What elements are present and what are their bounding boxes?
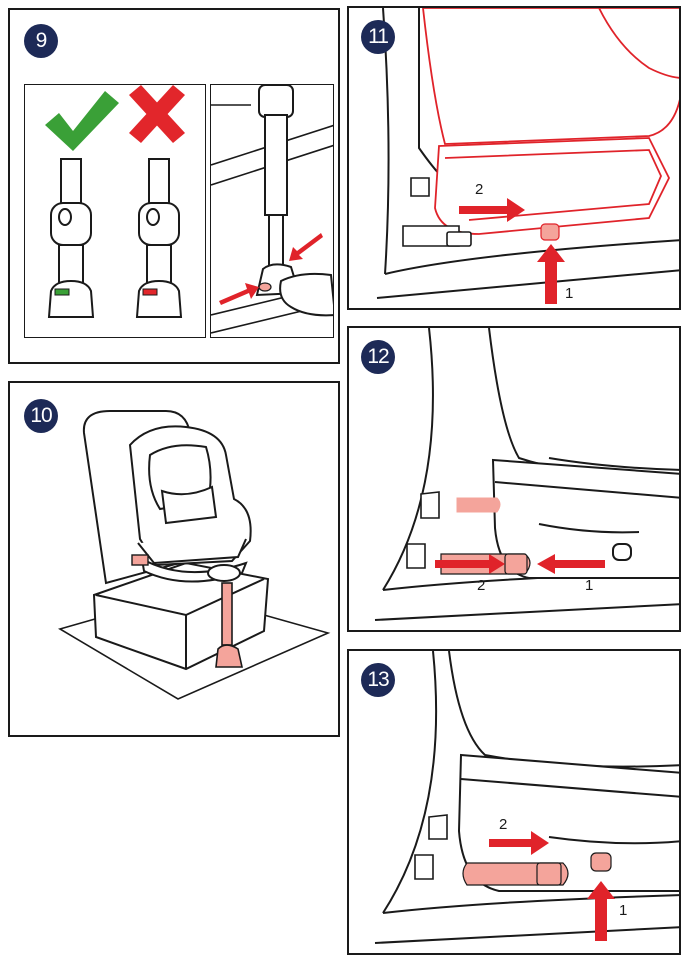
- step-10-panel: 10: [8, 381, 340, 737]
- arrow-1-push: [537, 554, 605, 574]
- child-car-seat: [128, 425, 252, 583]
- arrow-label-2: 2: [475, 181, 483, 198]
- arrow-2-push: [435, 554, 505, 574]
- arrow-label-1: 1: [619, 902, 627, 919]
- step-12-badge: 12: [361, 340, 395, 374]
- arrow-2-push: [489, 831, 549, 855]
- step-9-panel: 9: [8, 8, 340, 364]
- isofix-connector: [131, 554, 149, 566]
- step-9-badge: 9: [24, 24, 58, 58]
- arrow-label-2: 2: [477, 577, 485, 594]
- arrow-1-up: [537, 244, 565, 304]
- indicator-comparison-panel: [24, 84, 206, 338]
- support-leg-wrong: [135, 158, 183, 318]
- step-13-badge: 13: [361, 663, 395, 697]
- support-leg-correct: [47, 158, 95, 318]
- child-seat-base: [422, 8, 679, 235]
- arrow-1-up: [587, 881, 615, 941]
- leg-button-press-panel: [210, 84, 334, 338]
- support-leg-top: [255, 85, 301, 297]
- isofix-arm: [462, 862, 569, 886]
- isofix-arm-upper: [456, 497, 501, 513]
- press-arrows: [219, 233, 323, 305]
- arrow-label-1: 1: [585, 577, 593, 594]
- step-10-badge: 10: [24, 399, 58, 433]
- support-leg: [215, 582, 243, 668]
- arrow-label-2: 2: [499, 816, 507, 833]
- checkmark-icon: [45, 91, 119, 151]
- step-13-panel: 13 2 1: [347, 649, 681, 955]
- step-11-panel: 11 2 1: [347, 6, 681, 310]
- release-button: [540, 223, 560, 241]
- arrow-label-1: 1: [565, 285, 573, 302]
- step-11-badge: 11: [361, 20, 395, 54]
- step-12-panel: 12 2 1: [347, 326, 681, 632]
- release-button: [590, 852, 612, 872]
- hand-icon: [279, 272, 333, 317]
- arrow-2-push: [459, 198, 525, 222]
- cross-icon: [129, 85, 185, 143]
